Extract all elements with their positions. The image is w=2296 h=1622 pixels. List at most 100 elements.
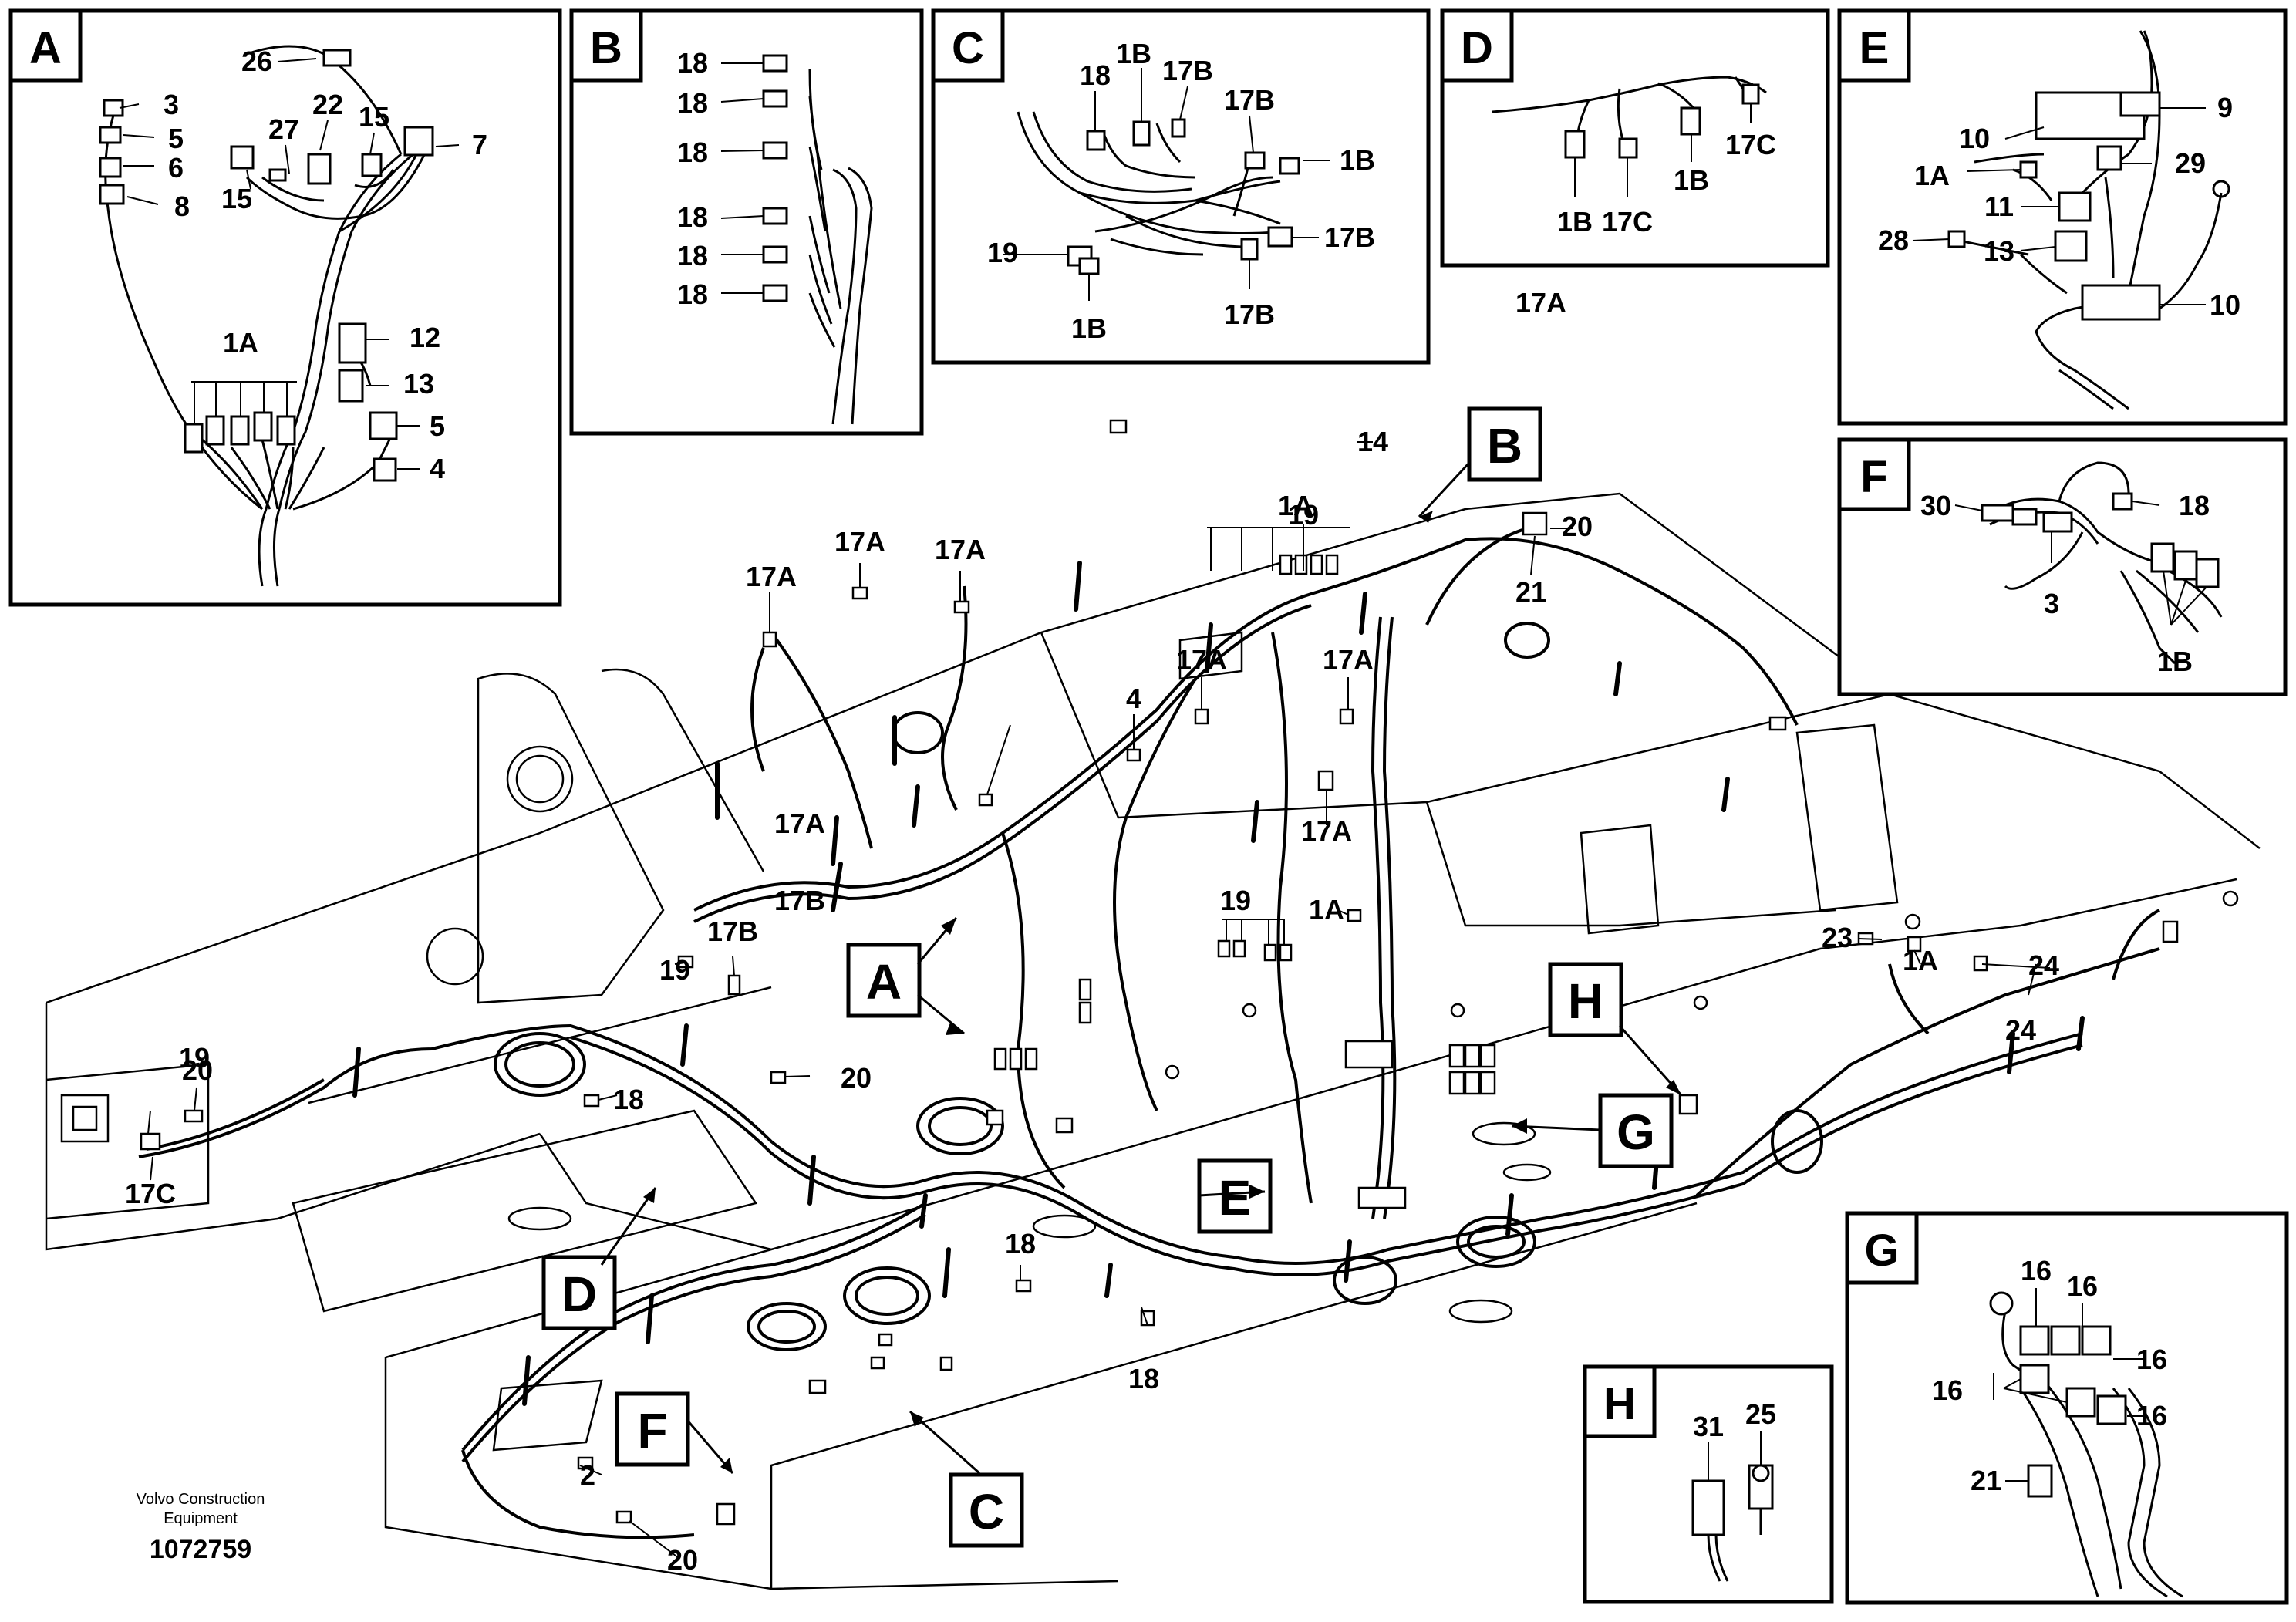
inset-a-label-9: 7 (472, 129, 487, 160)
inset-e-label-1: 9 (2217, 92, 2233, 123)
company-name-line1: Volvo Construction (137, 1491, 265, 1508)
inset-a-label-13: 13 (403, 368, 434, 400)
inset-g-drawing (1989, 1291, 2183, 1598)
inset-a-label-11: 1A (223, 327, 258, 359)
main-label-32: 20 (667, 1544, 698, 1576)
main-label-8: 17A (935, 534, 986, 565)
callout-c: C (969, 1484, 1004, 1539)
inset-letter-boxes (8, 8, 1919, 1438)
inset-c-label-3: 17B (1162, 55, 1213, 86)
main-label-23: 17C (125, 1178, 176, 1209)
inset-e-label-4: 29 (2175, 147, 2206, 179)
inset-a-label-3: 5 (168, 123, 184, 154)
main-label-1: 14 (1357, 426, 1388, 457)
main-label-14: 17A (774, 808, 825, 839)
main-label-20: 20 (182, 1054, 213, 1086)
inset-a-label-1: 26 (241, 46, 272, 77)
inset-a-label-14: 5 (430, 410, 445, 442)
inset-e-label-2: 10 (1959, 123, 1990, 154)
inset-a-label-15: 4 (430, 453, 445, 484)
inset-f-label-2: 18 (2179, 490, 2210, 521)
document-number: 1072759 (150, 1535, 251, 1564)
main-label-18: 17B (707, 916, 758, 947)
inset-b-label-5: 18 (677, 240, 708, 271)
main-label-24: 18 (613, 1084, 644, 1115)
callout-b: B (1487, 418, 1522, 474)
main-connectors (140, 419, 2239, 1526)
label-leaders (119, 58, 2208, 1559)
main-label-31: 2 (580, 1459, 595, 1491)
inset-a-label-8: 15 (359, 101, 389, 133)
inset-c-letter: C (952, 23, 984, 73)
inset-h-letter: H (1603, 1379, 1636, 1429)
inset-c-label-5: 1B (1340, 144, 1375, 176)
inset-e-label-7: 13 (1984, 235, 2014, 267)
main-label-19: 19 (659, 954, 690, 986)
main-callout-boxes (541, 406, 1674, 1548)
main-label-17: 1A (1309, 894, 1344, 926)
inset-b-label-6: 18 (677, 278, 708, 310)
callout-f: F (637, 1403, 667, 1458)
inset-e-drawing (1947, 30, 2230, 410)
harness-loops (494, 622, 1823, 1351)
callout-a: A (866, 954, 902, 1010)
inset-h-drawing (1691, 1464, 1774, 1582)
main-label-10: 17A (1176, 644, 1227, 676)
inset-a-letter: A (29, 23, 62, 73)
callout-arrowheads (643, 511, 1681, 1473)
main-label-21: 20 (841, 1062, 872, 1094)
inset-a-label-6: 27 (268, 113, 299, 145)
main-label-9: 17A (746, 561, 797, 592)
main-label-25: 23 (1822, 922, 1853, 953)
inset-c-label-7: 1B (1071, 312, 1107, 344)
main-label-12: 4 (1126, 683, 1141, 714)
callout-e: E (1219, 1170, 1252, 1226)
callout-h: H (1568, 973, 1603, 1029)
inset-f-drawing (1981, 461, 2223, 665)
inset-c-label-1: 18 (1080, 59, 1111, 91)
inset-f-letter: F (1860, 452, 1887, 502)
inset-e-label-8: 10 (2210, 289, 2240, 321)
inset-f-label-3: 3 (2044, 588, 2059, 619)
cable-ties (352, 561, 2085, 1406)
inset-c-label-4: 17B (1224, 84, 1275, 116)
inset-d-label-3: 17C (1725, 129, 1776, 160)
main-label-4: 17A (1515, 287, 1566, 319)
inset-a-label-2: 3 (164, 89, 179, 120)
inset-d-letter: D (1461, 23, 1493, 73)
inset-b-label-2: 18 (677, 87, 708, 119)
inset-d-label-4: 17C (1602, 206, 1653, 238)
inset-g-label-5: 16 (2136, 1400, 2167, 1431)
inset-g-label-4: 16 (1932, 1374, 1963, 1406)
inset-e-letter: E (1859, 23, 1890, 73)
main-label-29: 18 (1005, 1228, 1036, 1259)
inset-e-label-3: 1A (1914, 160, 1950, 191)
inset-h-label-2: 25 (1745, 1398, 1776, 1430)
inset-e-label-6: 28 (1878, 224, 1909, 256)
inset-c-label-2: 1B (1116, 38, 1151, 69)
inset-d-label-1: 1B (1557, 206, 1593, 238)
inset-a-label-5: 8 (174, 191, 190, 222)
inset-g-letter: G (1864, 1226, 1899, 1276)
inset-b-label-1: 18 (677, 47, 708, 79)
inset-c-label-8: 17B (1324, 221, 1375, 253)
main-label-11: 17A (1323, 644, 1374, 676)
main-label-2: 20 (1562, 511, 1593, 542)
inset-f-label-4: 1B (2157, 646, 2193, 677)
inset-d-label-2: 1B (1674, 164, 1709, 196)
main-label-16: 19 (1220, 885, 1251, 916)
inset-e-label-5: 11 (1984, 191, 2014, 222)
inset-h-label-1: 31 (1693, 1411, 1724, 1442)
company-name-line2: Equipment (164, 1510, 238, 1527)
inset-f-label-1: 30 (1920, 490, 1951, 521)
inset-c-label-9: 17B (1224, 298, 1275, 330)
inset-b-label-3: 18 (677, 137, 708, 168)
inset-b-label-4: 18 (677, 201, 708, 233)
main-label-26: 1A (1903, 945, 1938, 976)
main-label-5: 1A (1278, 490, 1313, 521)
main-label-13: 17A (1301, 815, 1352, 847)
main-label-27: 24 (2028, 949, 2059, 981)
main-label-6: 19 (1288, 499, 1319, 531)
